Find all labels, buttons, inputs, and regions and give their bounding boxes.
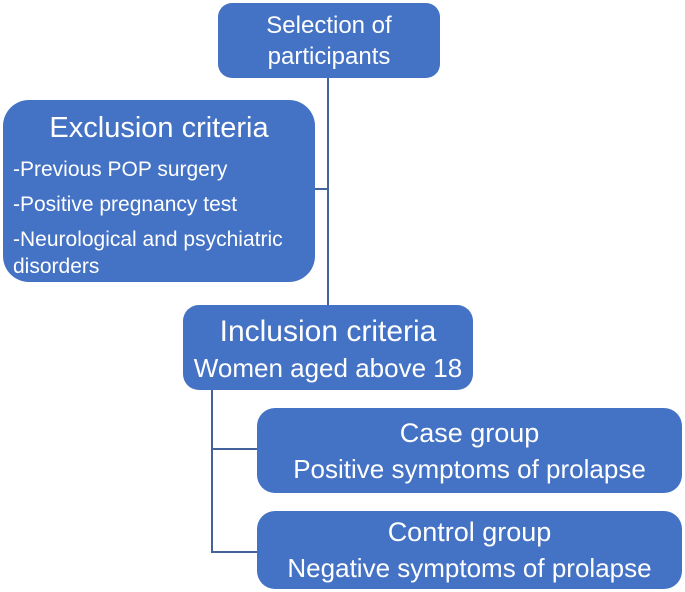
selection-line-2: participants — [267, 42, 391, 70]
exclusion-item-neurological-psychiatric-disorders: -Neurological and psychiatric disorders — [13, 228, 283, 278]
exclusion-item-previous-pop-surgery: -Previous POP surgery — [13, 158, 228, 181]
inclusion-subtitle: Women aged above 18 — [193, 352, 463, 383]
case-group-subtitle: Positive symptoms of prolapse — [293, 453, 646, 484]
selection-line-1: Selection of — [266, 11, 392, 39]
connector-exclusion-branch — [315, 188, 329, 190]
exclusion-item-positive-pregnancy-test: -Positive pregnancy test — [13, 193, 238, 216]
node-exclusion-criteria: Exclusion criteria -Previous POP surgery… — [3, 100, 315, 282]
connector-branch-case-group — [211, 448, 257, 450]
node-case-group: Case group Positive symptoms of prolapse — [257, 408, 682, 493]
case-group-title: Case group — [399, 417, 540, 448]
control-group-subtitle: Negative symptoms of prolapse — [287, 553, 652, 583]
connector-inclusion-to-groups — [211, 390, 213, 553]
node-selection-of-participants: Selection of participants — [218, 3, 440, 78]
node-control-group: Control group Negative symptoms of prola… — [257, 511, 682, 589]
exclusion-title: Exclusion criteria — [49, 112, 269, 144]
connector-branch-control-group — [211, 551, 257, 553]
control-group-title: Control group — [387, 517, 552, 547]
node-inclusion-criteria: Inclusion criteria Women aged above 18 — [183, 305, 473, 390]
inclusion-title: Inclusion criteria — [219, 314, 437, 348]
connector-selection-to-inclusion — [327, 78, 329, 305]
